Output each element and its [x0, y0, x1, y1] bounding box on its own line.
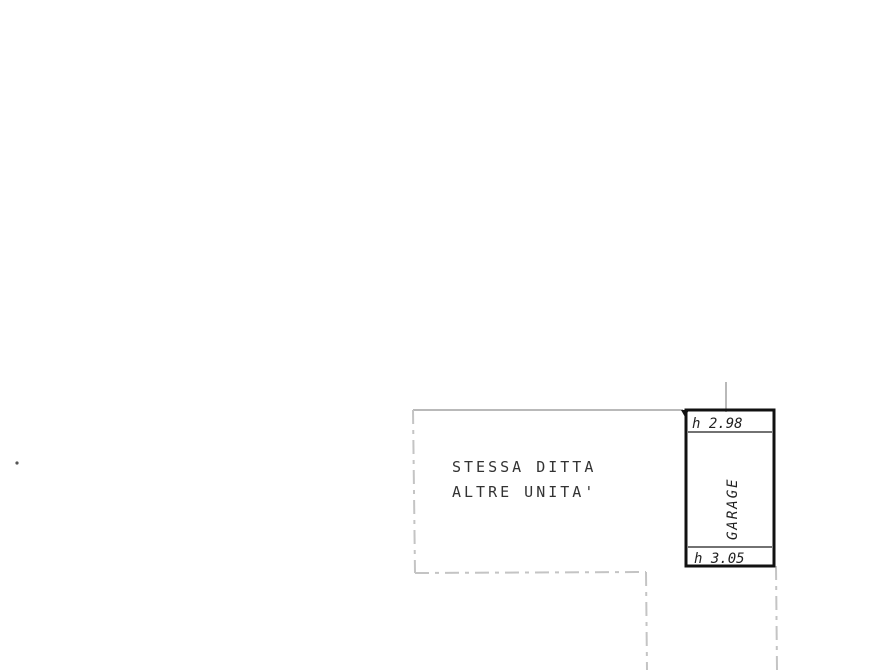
garage-height-bottom: h 3.05: [694, 551, 745, 567]
neighbor-label-line2: ALTRE UNITA': [452, 483, 596, 501]
garage-height-top: h 2.98: [692, 416, 743, 432]
garage-label: GARAGE: [725, 477, 741, 540]
garage-right-extension: [775, 565, 778, 670]
neighbor-label-line1: STESSA DITTA: [452, 458, 596, 476]
stray-dot: [15, 461, 19, 465]
neighbor-unit-outline: [412, 409, 683, 670]
garage-outline: [684, 408, 776, 568]
garage-room: [681, 408, 776, 568]
neighbor-bottom-wall: [414, 571, 647, 574]
entrance-marker: [681, 410, 689, 417]
neighbor-lower-wall: [645, 571, 648, 670]
neighbor-left-wall: [412, 409, 416, 574]
